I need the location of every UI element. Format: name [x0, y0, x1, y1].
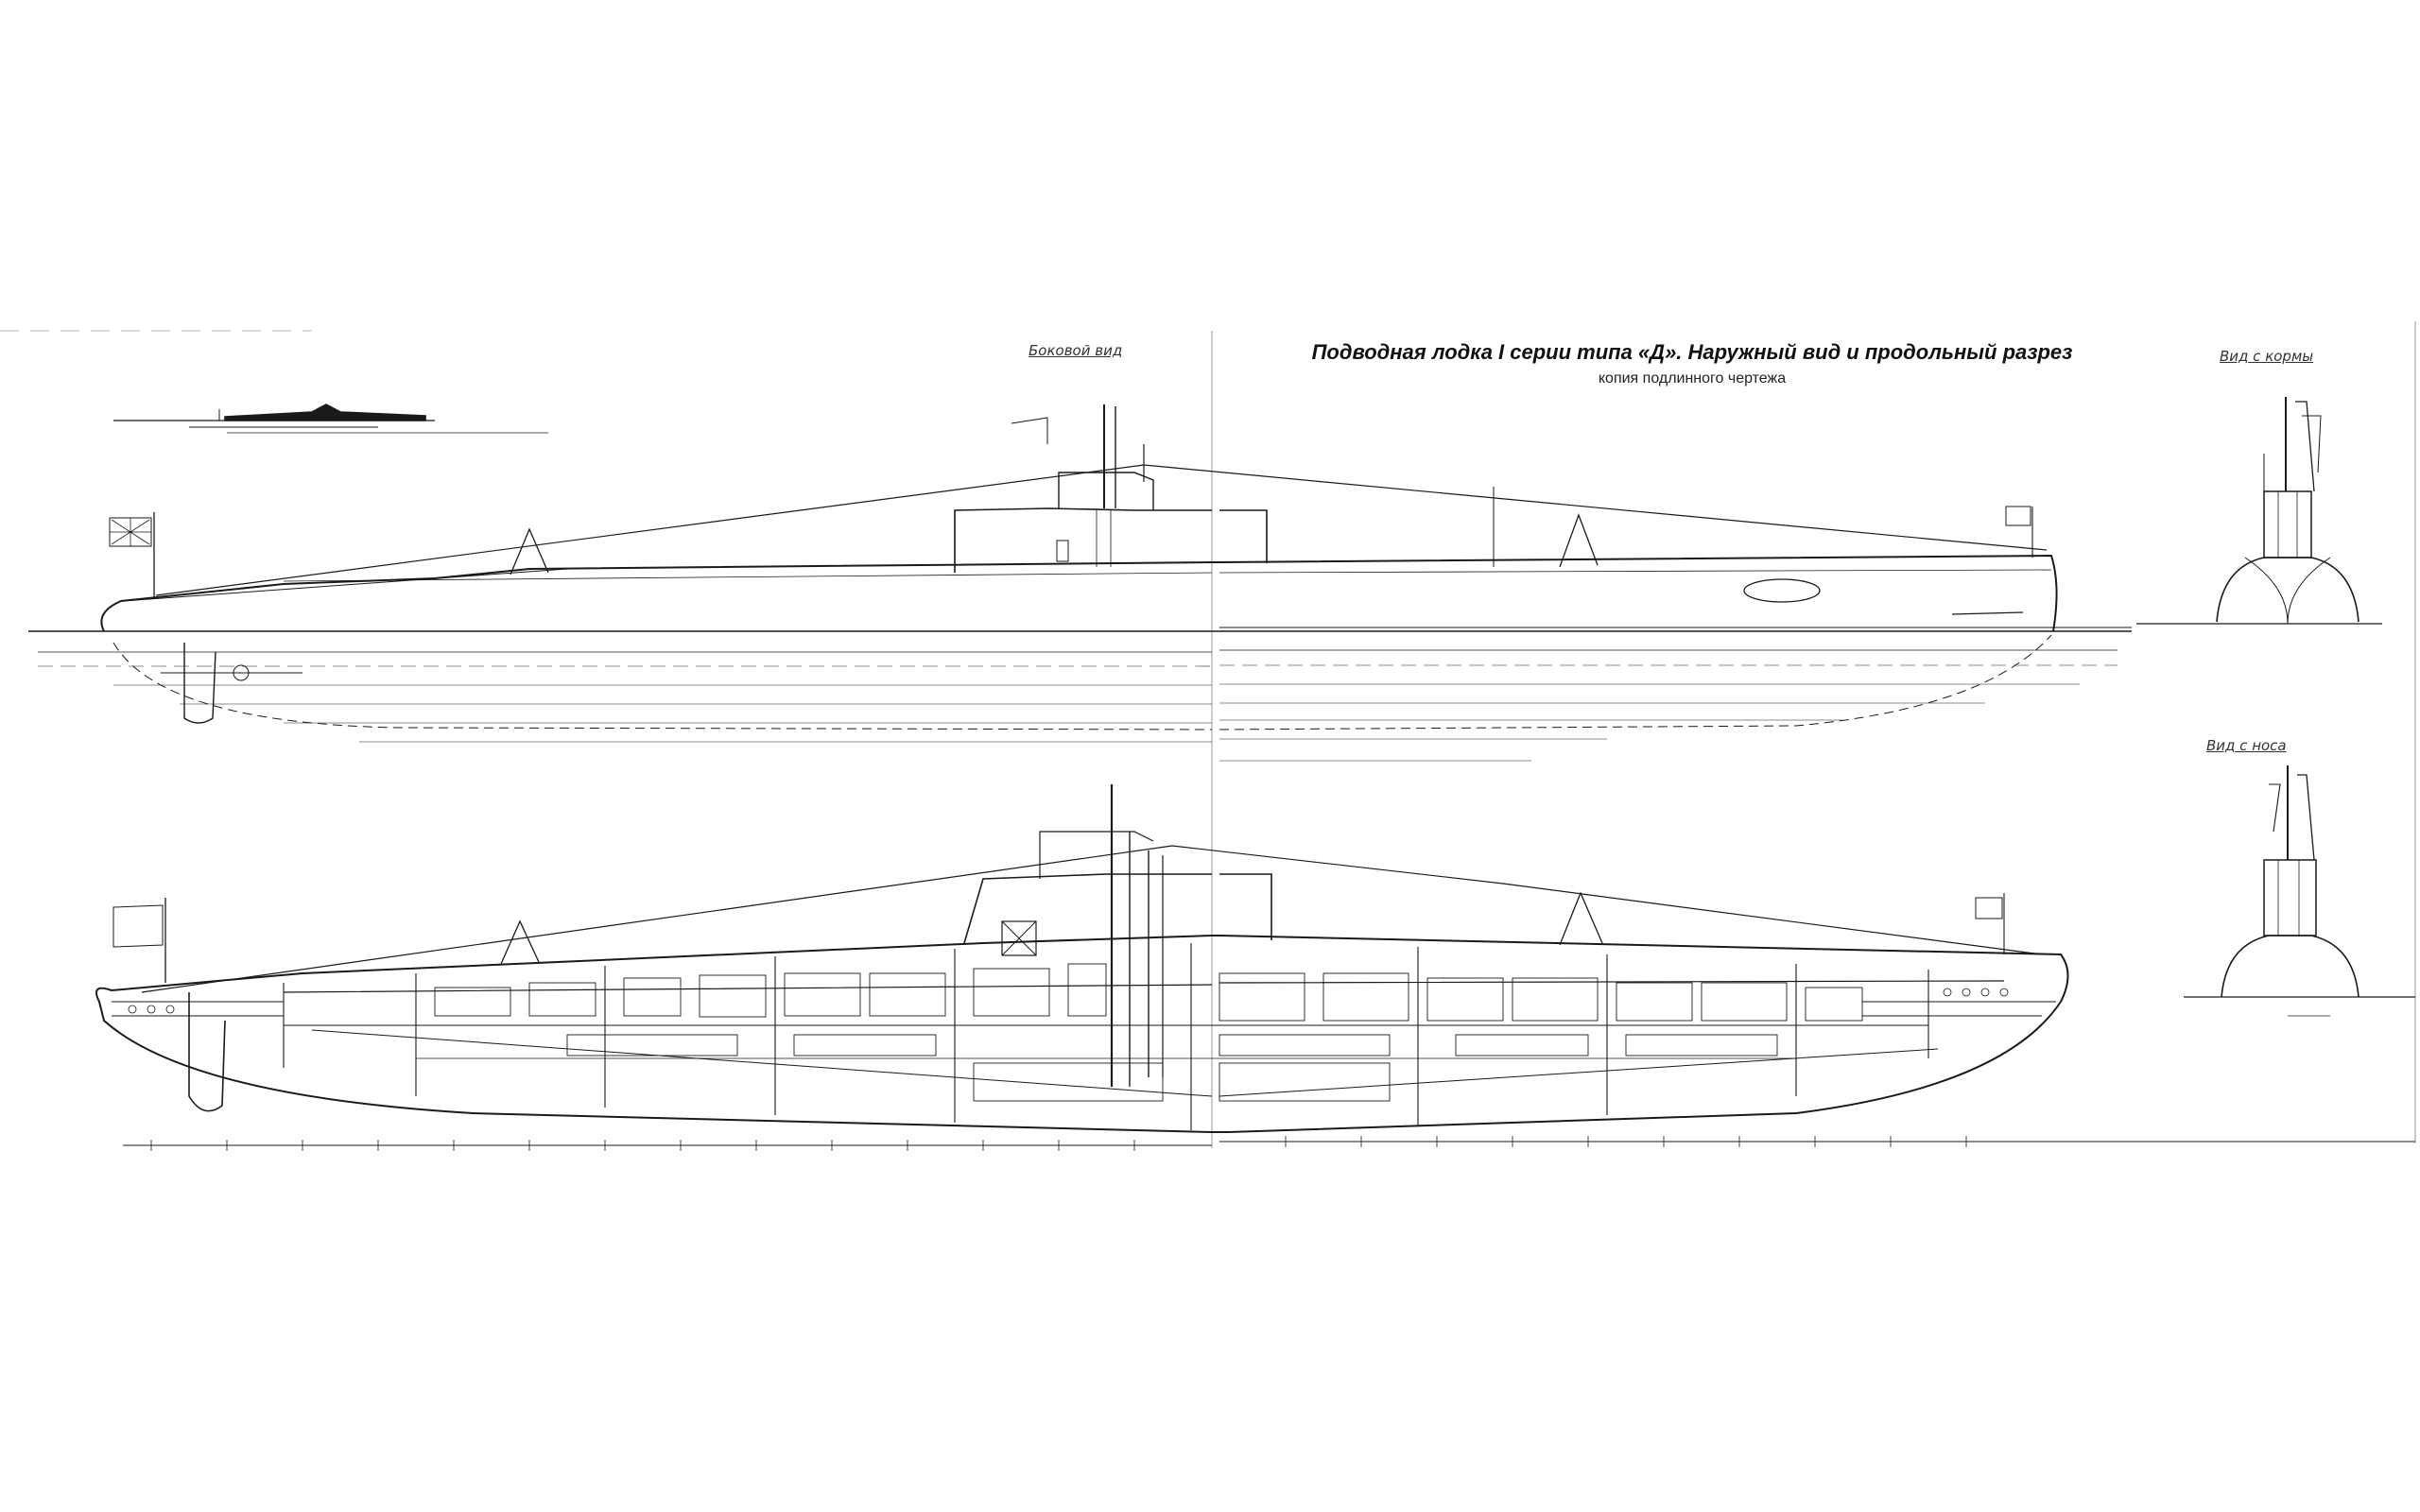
- title-block: Подводная лодка I серии типа «Д». Наружн…: [1229, 340, 2155, 387]
- side-view-label: Боковой вид: [1028, 342, 1123, 359]
- drawing-title: Подводная лодка I серии типа «Д». Наружн…: [1311, 340, 2073, 364]
- side-view: [28, 404, 2132, 762]
- silhouette-small: [113, 404, 548, 434]
- stern-view: [2136, 397, 2382, 625]
- longitudinal-section: [95, 784, 2415, 1151]
- bow-view: [2184, 765, 2415, 1017]
- bow-view-label: Вид с носа: [2206, 737, 2287, 754]
- stern-view-label: Вид с кормы: [2220, 348, 2314, 365]
- drawing-subtitle: копия подлинного чертежа: [1598, 370, 1787, 387]
